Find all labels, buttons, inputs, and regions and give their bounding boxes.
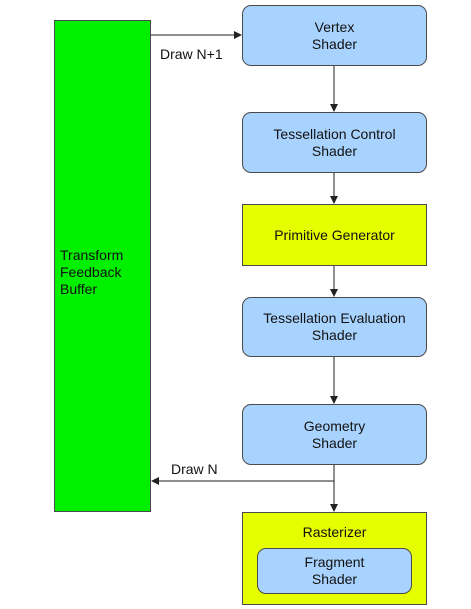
rasterizer-label: Rasterizer <box>302 524 367 540</box>
stage-label: Fragment <box>304 554 365 570</box>
edge-label-draw-next: Draw N+1 <box>160 46 223 62</box>
stage-label: Shader <box>311 571 358 587</box>
stage-geometry-shader: Geometry Shader <box>242 404 427 465</box>
buffer-label: Transform Feedback Buffer <box>60 247 123 298</box>
stage-label: Vertex <box>314 18 355 35</box>
stage-label: Shader <box>311 327 358 343</box>
stage-fragment-shader: Fragment Shader <box>257 548 412 594</box>
buffer-label-line: Feedback <box>60 264 122 280</box>
stage-label: Tessellation Evaluation <box>263 310 406 326</box>
stage-label: Geometry <box>303 417 366 434</box>
stage-tessellation-control-shader: Tessellation Control Shader <box>242 112 427 173</box>
stage-label: Shader <box>311 434 358 451</box>
stage-label: Tessellation Control <box>273 125 396 142</box>
stage-label: Shader <box>311 35 358 52</box>
transform-feedback-buffer: Transform Feedback Buffer <box>54 20 151 512</box>
stage-tessellation-evaluation-shader: Tessellation Evaluation Shader <box>242 297 427 357</box>
buffer-label-line: Transform <box>60 247 124 263</box>
stage-rasterizer: Rasterizer Fragment Shader <box>242 512 427 605</box>
stage-primitive-generator: Primitive Generator <box>242 204 427 266</box>
edge-label-draw-current: Draw N <box>171 461 218 477</box>
stage-label: Shader <box>311 142 358 159</box>
buffer-label-line: Buffer <box>60 281 98 297</box>
stage-label: Primitive Generator <box>274 226 395 243</box>
stage-vertex-shader: Vertex Shader <box>242 5 427 66</box>
